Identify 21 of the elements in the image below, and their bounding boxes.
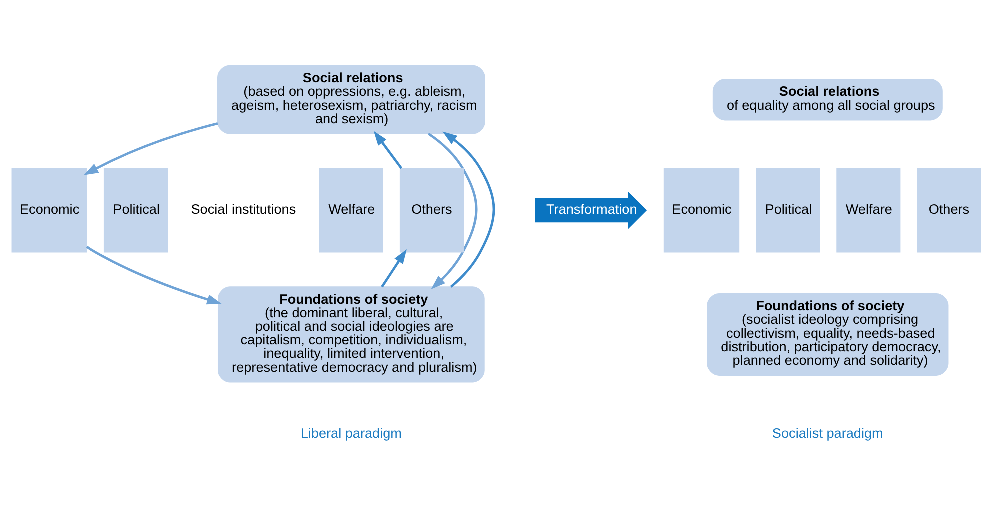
node-box: Social relations (based on oppressions, e.g. ableism, ageism, heterosexism, patriarchy, racism and sexism) [218,64,486,134]
arrow [86,245,222,304]
arrow [442,131,496,288]
node-box: Social relations of equality among all social groups [712,78,943,120]
node-box: Political [104,168,168,252]
node-box: Foundations of society (the dominant liberal, cultural, political and social ideologies are capitalism, competition, individualism, inequality, limited intervention, representative democracy and pluralism) [218,286,485,382]
label: Socialist paradigm [772,426,884,441]
label: Liberal paradigm [300,426,402,441]
node-box: Political [756,168,820,252]
node-box: Foundations of society (socialist ideology comprising collectivism, equality, needs-based distribution, participatory democracy, planned economy and solidarity) [707,292,949,376]
node-box: Others [400,168,464,252]
node-box: Welfare [836,168,901,252]
arrow [84,122,218,175]
arrow [428,132,478,290]
label: Social institutions [191,202,296,217]
node-box: Others [917,168,982,252]
node-box: Welfare [319,168,384,252]
node-box: Economic [664,168,740,252]
arrow [381,248,407,288]
arrow [374,130,403,169]
node-box: Economic [12,168,88,252]
